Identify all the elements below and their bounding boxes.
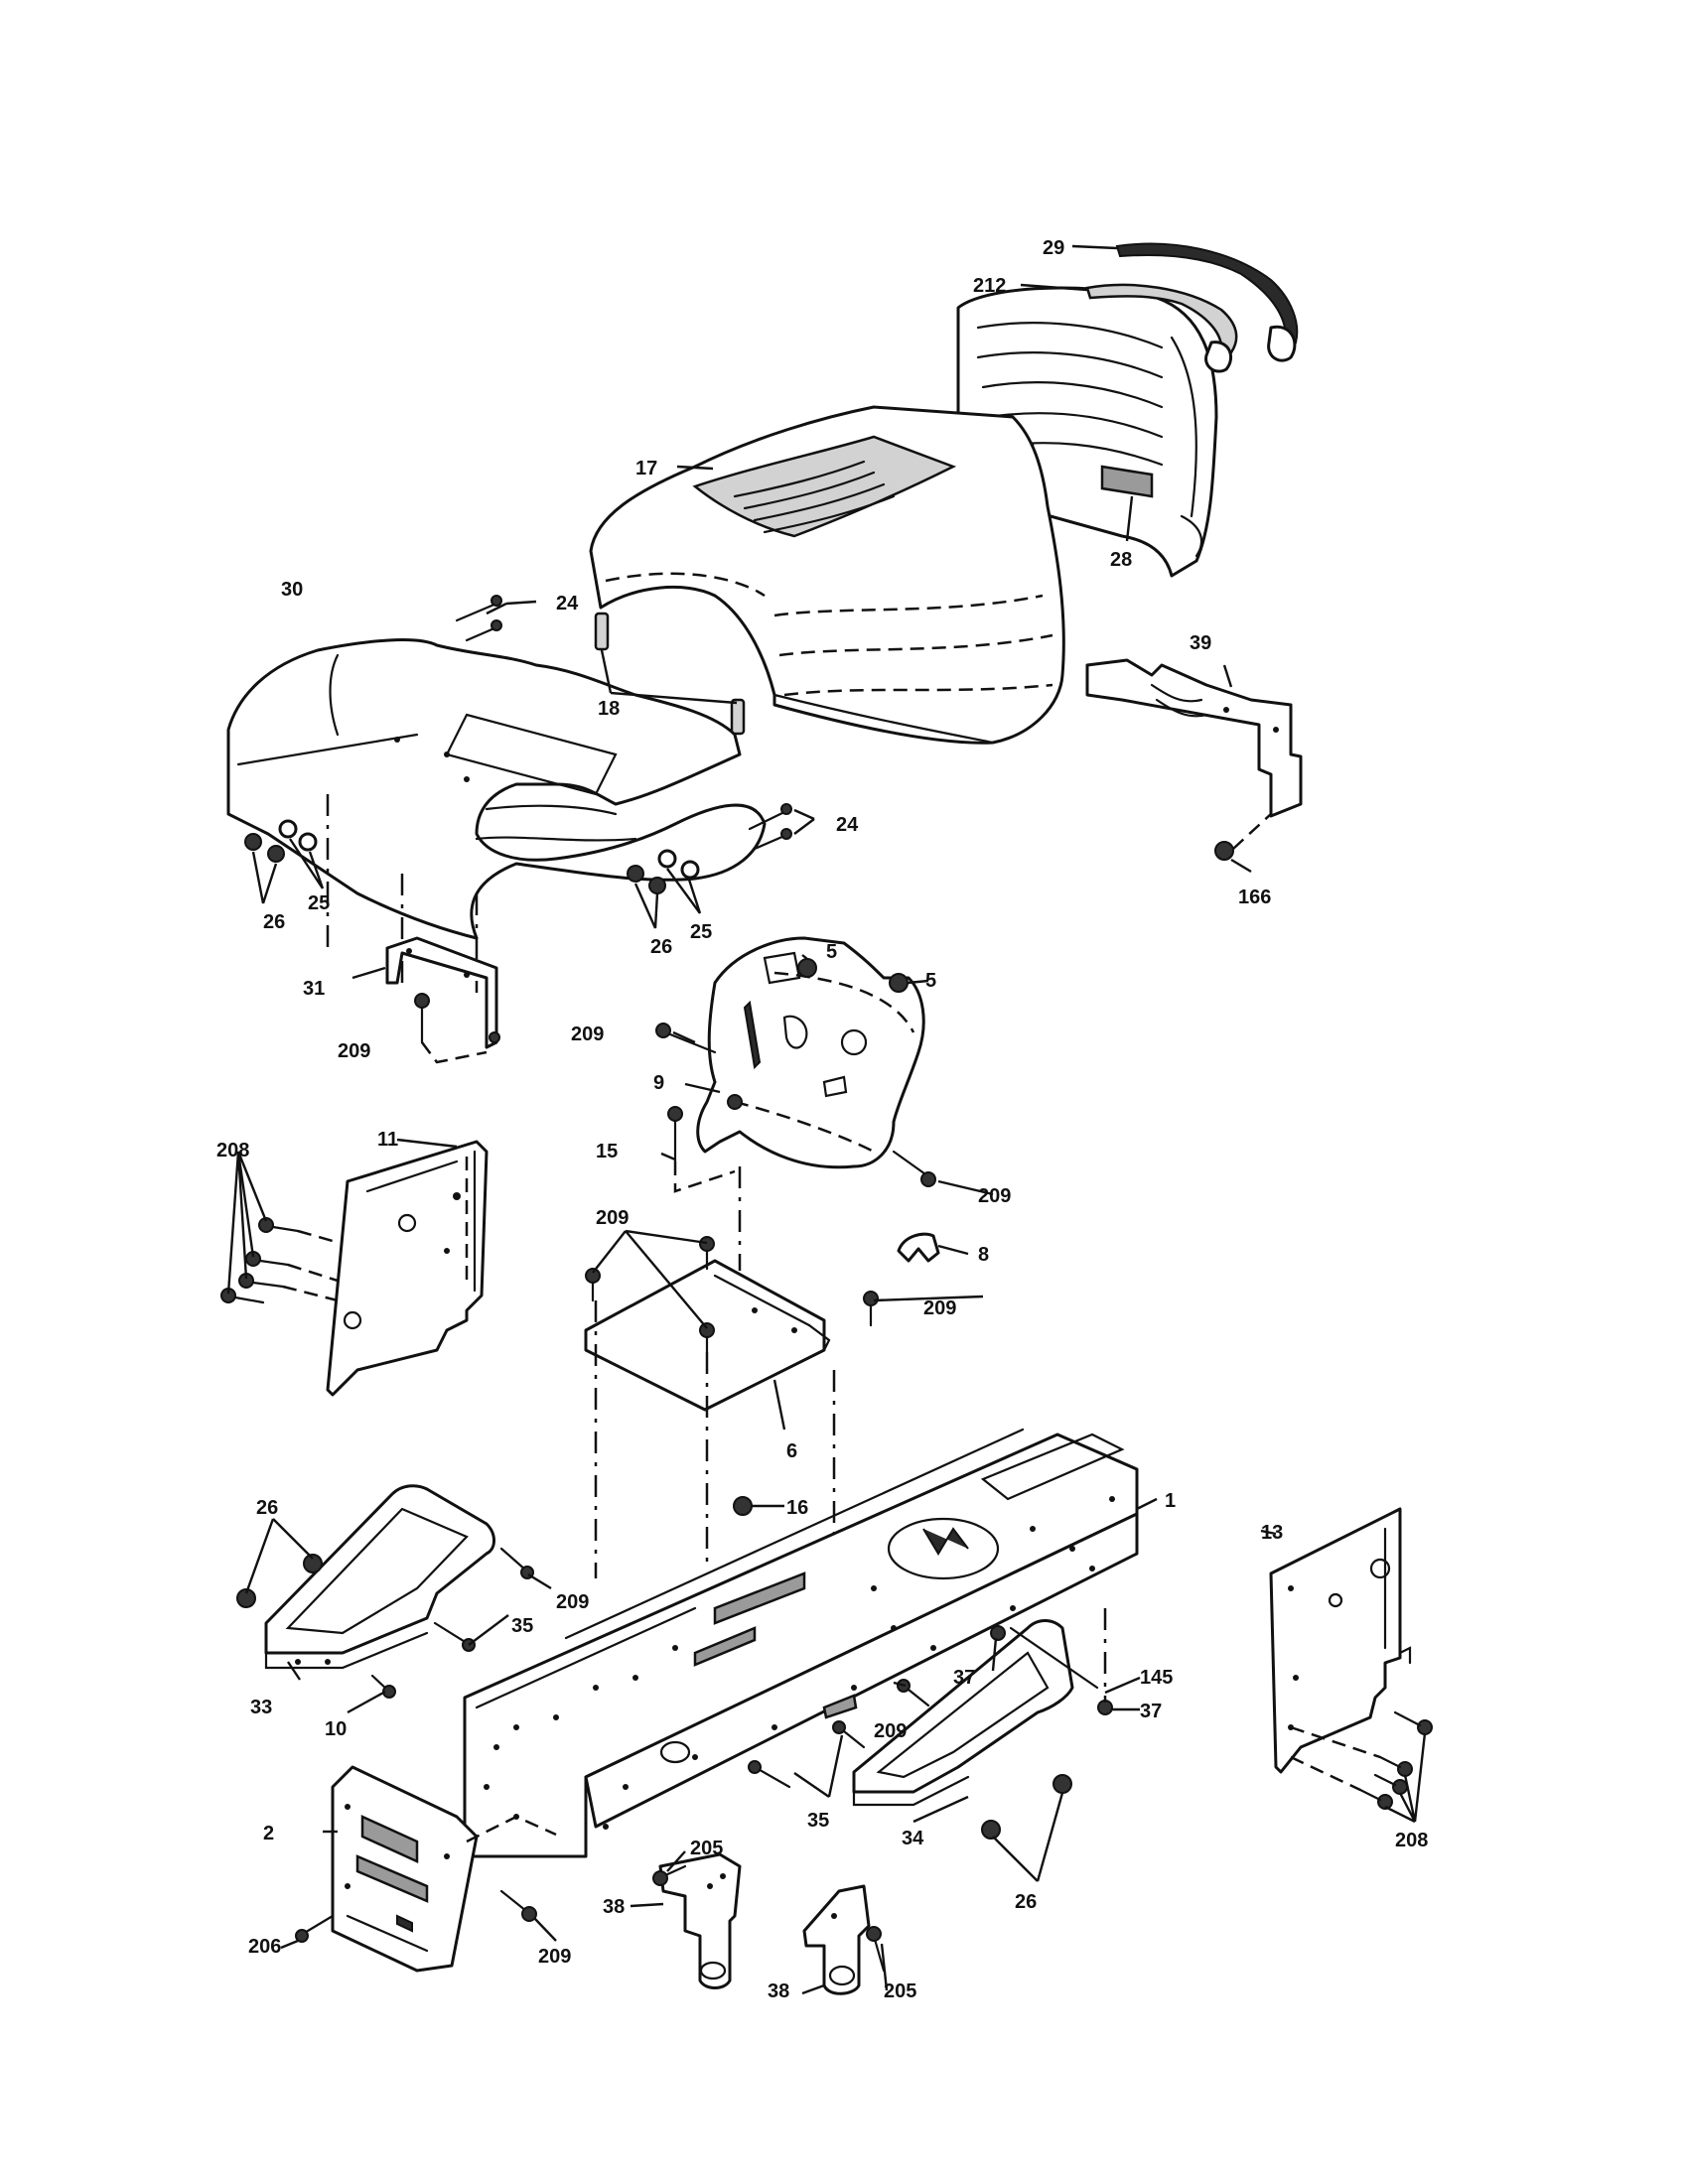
hood-insert-part-18	[594, 612, 746, 736]
rear-panel-part-2	[331, 1765, 479, 1973]
callout-35b: 35	[807, 1810, 829, 1832]
callout-38a: 38	[603, 1896, 625, 1918]
bracket-part-38-left	[658, 1852, 742, 1989]
callout-33: 33	[250, 1697, 272, 1718]
callout-24b: 24	[836, 814, 859, 836]
frame-part-1	[463, 1428, 1139, 1858]
hood-part-17	[589, 405, 1065, 745]
callout-26d: 26	[1015, 1891, 1037, 1913]
callout-31: 31	[303, 978, 325, 1000]
callout-5a: 5	[826, 941, 837, 963]
callout-209-clip: 209	[923, 1297, 956, 1319]
nut-part-5	[797, 958, 909, 993]
callout-206-right: 208	[1395, 1830, 1428, 1851]
callout-209-rear: 209	[538, 1946, 571, 1968]
hood-trim-part-29	[1115, 242, 1299, 362]
callout-10: 10	[325, 1718, 347, 1740]
callout-209-right: 209	[978, 1185, 1011, 1207]
callout-16: 16	[786, 1497, 808, 1519]
callout-28: 28	[1110, 549, 1132, 571]
callout-24a: 24	[556, 593, 579, 614]
callout-11: 11	[377, 1129, 398, 1151]
callout-2: 2	[263, 1823, 274, 1844]
callout-209-footrest: 209	[556, 1591, 589, 1613]
callout-8: 8	[978, 1244, 989, 1266]
bracket-part-38-right	[802, 1884, 871, 1995]
bolts-208-left	[220, 1217, 300, 1304]
hood-trim-part-212	[1085, 283, 1238, 373]
bolt-part-24	[455, 595, 792, 851]
callout-206: 206	[248, 1936, 281, 1958]
washer-nut-set-upper	[244, 819, 700, 894]
bolts-footrest-right	[748, 1625, 1113, 1789]
callout-38b: 38	[768, 1980, 789, 2002]
footrest-part-34	[852, 1619, 1074, 1807]
callout-209-frame: 209	[874, 1720, 907, 1742]
nut-part-16	[733, 1496, 753, 1516]
callout-145: 145	[1140, 1667, 1173, 1689]
callout-212: 212	[973, 275, 1006, 297]
clip-part-8	[897, 1232, 940, 1263]
fender-bracket-part-31	[385, 936, 500, 1049]
bolt-205-left	[652, 1864, 687, 1886]
bolt-part-15	[667, 1106, 683, 1163]
callout-209-bracket: 209	[338, 1040, 370, 1062]
callout-209-panel: 209	[571, 1024, 604, 1045]
screws-209-plate	[585, 1236, 879, 1354]
callout-39: 39	[1190, 632, 1211, 654]
callout-26b: 26	[650, 936, 672, 958]
bolt-206-rear	[295, 1914, 335, 1943]
bolt-205-right	[866, 1926, 886, 1973]
fender-part-30	[226, 638, 767, 940]
dash-panel-part-9	[696, 936, 925, 1169]
nuts-26-left-footrest	[236, 1554, 323, 1608]
callout-1: 1	[1165, 1490, 1176, 1512]
footrest-part-33	[264, 1484, 495, 1670]
callout-205a: 205	[690, 1838, 723, 1859]
bolt-part-166	[1214, 841, 1234, 861]
callout-17: 17	[635, 458, 657, 479]
bracket-part-39	[1085, 658, 1303, 818]
callout-9: 9	[653, 1072, 664, 1094]
callout-18: 18	[598, 698, 620, 720]
screw-209-bracket	[414, 993, 430, 1044]
callout-30: 30	[281, 579, 303, 601]
callout-6: 6	[786, 1440, 797, 1462]
callout-25a: 25	[308, 892, 330, 914]
callout-205b: 205	[884, 1980, 916, 2002]
bolt-209-rear	[499, 1889, 537, 1922]
callout-29: 29	[1043, 237, 1064, 259]
callout-5b: 5	[925, 970, 936, 992]
callout-35a: 35	[511, 1615, 533, 1637]
callout-labels: 29 212 17 28 30 24 18 39 24 166 26 25 26…	[216, 237, 1428, 2002]
callout-15: 15	[596, 1141, 618, 1162]
callout-25b: 25	[690, 921, 712, 943]
callout-26a: 26	[263, 911, 285, 933]
callout-13: 13	[1261, 1522, 1283, 1544]
callout-26c: 26	[256, 1497, 278, 1519]
callout-208: 208	[216, 1140, 249, 1161]
side-panel-part-11	[326, 1140, 489, 1397]
bolts-206-right	[1358, 1710, 1433, 1810]
callout-37b: 37	[1140, 1701, 1162, 1722]
screws-209-panel	[655, 1023, 936, 1187]
callout-209-plate: 209	[596, 1207, 629, 1229]
side-panel-part-13	[1269, 1507, 1412, 1774]
nuts-26-right-footrest	[981, 1774, 1072, 1840]
leader-lines	[226, 244, 1427, 1995]
callout-37a: 37	[953, 1667, 975, 1689]
callout-34: 34	[902, 1828, 924, 1849]
callout-166: 166	[1238, 887, 1271, 908]
